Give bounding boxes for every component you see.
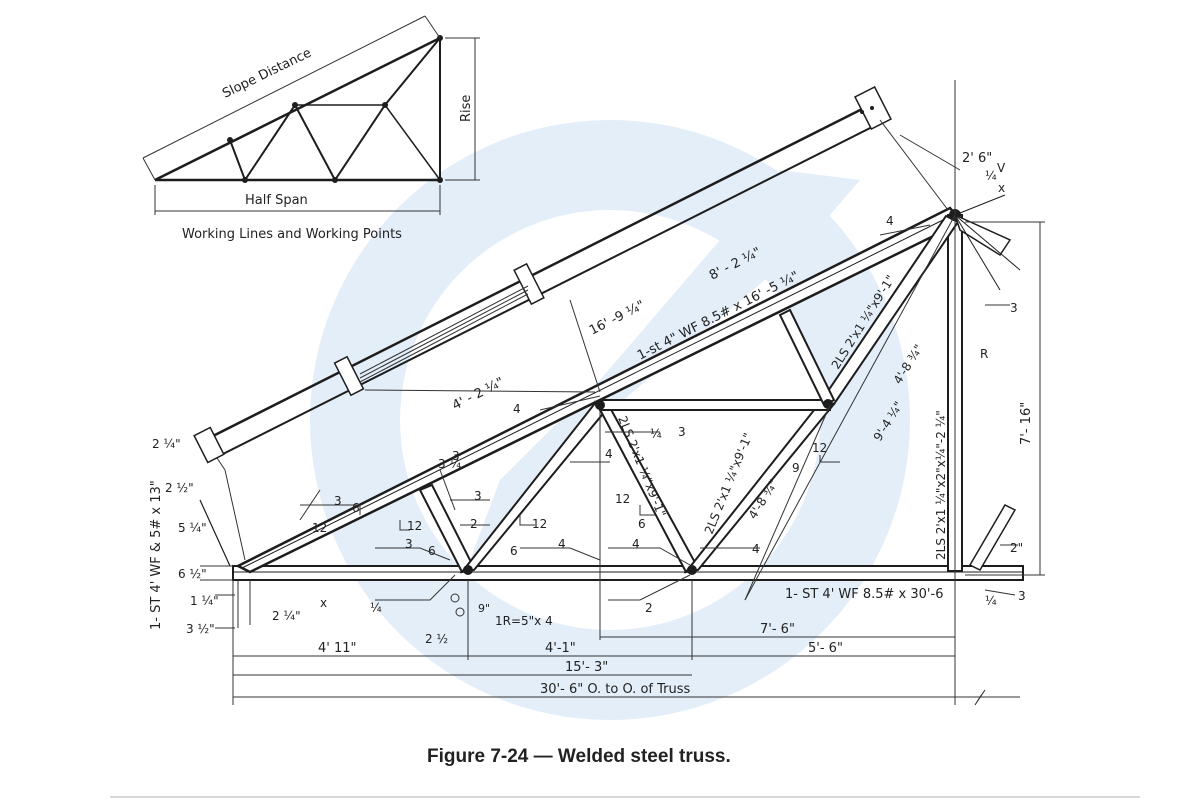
plate-label: 1R=5"x 4 <box>495 614 553 628</box>
weld-3e: 3 <box>1010 301 1018 315</box>
inset-half-span-label: Half Span <box>245 193 308 208</box>
dim-small-2in: 2" <box>1010 541 1023 555</box>
dim-4-1: 4'-1" <box>545 641 576 656</box>
truss-structure <box>199 194 1024 581</box>
slope-mark-6d: 6 <box>638 517 646 531</box>
weld-3c: 3 <box>405 537 413 551</box>
dim-left-5: 5 ¼" <box>178 521 207 535</box>
x-mark-b: x <box>998 181 1005 195</box>
dim-4-11: 4' 11" <box>318 641 357 656</box>
figure-caption: Figure 7-24 — Welded steel truss. <box>427 746 731 767</box>
slope-mark-6b: 6 <box>428 544 436 558</box>
v-mark: V <box>997 161 1006 175</box>
slope-mark-12e: 12 <box>812 441 827 455</box>
dim-left-3: 3 ½" <box>186 622 215 636</box>
bottom-chord <box>232 565 1024 581</box>
dim-small-2b: 2 ½ <box>425 632 448 646</box>
bottom-divider <box>110 796 1140 798</box>
weld-4a: 4 <box>513 402 521 416</box>
bottom-dimensions <box>200 410 1020 706</box>
weld-2b: 2 <box>645 601 653 615</box>
weld-3d: 3 <box>678 425 686 439</box>
weld-3f: 3 <box>1018 589 1026 603</box>
dim-small-2: 2 ¼" <box>272 609 301 623</box>
dim-15-3: 15'- 3" <box>565 660 608 675</box>
r-mark: R <box>980 347 988 361</box>
quarter-a: ¼ <box>985 169 997 183</box>
weld-3g: 3 <box>334 494 342 508</box>
weld-4e: 4 <box>752 542 760 556</box>
dim-2-6: 2' 6" <box>962 151 992 166</box>
dim-7-16: 7'- 16" <box>1019 402 1034 445</box>
slope-mark-12b: 12 <box>407 519 422 533</box>
dim-left-6: 6 ½" <box>178 567 207 581</box>
dim-small-3q: 3 ¼ <box>438 457 461 471</box>
end-piece-label: 1- ST 4' WF & 5# x 13" <box>149 480 164 630</box>
weld-4f: 4 <box>886 214 894 228</box>
quarter-c: ¼ <box>370 601 382 615</box>
inset-rise-label: Rise <box>459 95 474 122</box>
slope-mark-12d: 12 <box>615 492 630 506</box>
weld-4c: 4 <box>558 537 566 551</box>
dim-5-6: 5'- 6" <box>808 641 843 656</box>
weld-marks: 12 6 12 6 12 6 12 12 9 6 4 4 4 4 4 4 3 3… <box>312 161 1026 615</box>
weld-4d: 4 <box>632 537 640 551</box>
inset-slope-distance-label: Slope Distance <box>220 46 314 102</box>
quarter-b: ¼ <box>650 427 662 441</box>
dim-7-6: 7'- 6" <box>760 622 795 637</box>
slope-mark-12c: 12 <box>532 517 547 531</box>
dim-small-9: 9" <box>478 602 490 615</box>
vertical-label: 2LS 2'x1 ¼"x2"x¼"-2 ¼" <box>934 410 948 560</box>
x-mark-a: x <box>320 596 327 610</box>
slope-mark-6a: 6 <box>352 501 360 515</box>
weld-3b: 3 <box>474 489 482 503</box>
bottom-chord-label: 1- ST 4' WF 8.5# x 30'-6 <box>785 587 943 602</box>
weld-3a: 3 <box>452 449 460 463</box>
dim-left-2h: 2 ½" <box>165 481 194 495</box>
weld-4b: 4 <box>605 447 613 461</box>
weld-2a: 2 <box>470 517 478 531</box>
dim-left-1: 1 ¼" <box>190 594 219 608</box>
weld-symbols <box>299 224 1018 617</box>
inset-caption: Working Lines and Working Points <box>182 227 402 242</box>
dim-left-2q: 2 ¼" <box>152 437 181 451</box>
slope-mark-6c: 6 <box>510 544 518 558</box>
slope-mark-12a: 12 <box>312 521 327 535</box>
dim-overall: 30'- 6" O. to O. of Truss <box>540 682 690 697</box>
slope-mark-9: 9 <box>792 461 800 475</box>
web-members <box>418 214 960 574</box>
quarter-d: ¼ <box>985 594 997 608</box>
top-chord-dimension-band <box>193 80 1045 700</box>
